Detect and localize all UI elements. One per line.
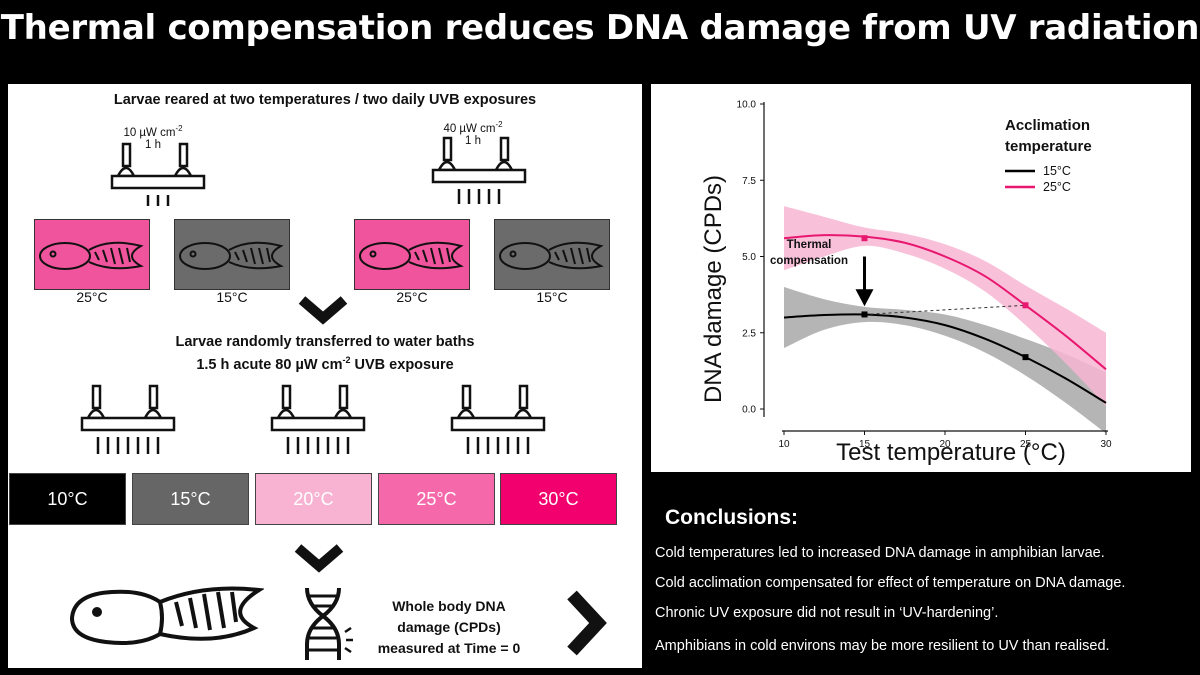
water-bath-20c: 20°C	[255, 473, 372, 525]
rearing-temp-4: 15°C	[536, 289, 568, 305]
legend-label-15c: 15°C	[1043, 164, 1071, 178]
y-tick-label-0: 0.0	[742, 405, 756, 416]
lamp-low-dose: 10 µW cm-2 1 h	[108, 124, 198, 151]
series-point-0-0	[861, 311, 868, 318]
larva-box-15c-high	[494, 219, 610, 290]
conclusion-item-3: Chronic UV exposure did not result in ‘U…	[655, 605, 999, 621]
lamp-high-duration: 1 h	[465, 134, 481, 147]
tadpole-icon	[359, 241, 464, 270]
conclusion-item-1: Cold temperatures led to increased DNA d…	[655, 545, 1105, 561]
y-tick-label-3: 7.5	[742, 176, 756, 187]
lamp-low-dose-sup: -2	[175, 124, 183, 133]
conclusion-item-2: Cold acclimation compensated for effect …	[655, 575, 1126, 591]
annotation-thermal: Thermal	[787, 239, 832, 251]
y-tick-label-4: 10.0	[737, 100, 757, 111]
x-tick-label-2: 20	[939, 439, 951, 450]
y-axis-label: DNA damage (CPDs)	[700, 175, 727, 403]
tadpole-icon	[39, 241, 144, 270]
series-point-1-0	[861, 235, 868, 242]
rearing-temp-3: 25°C	[396, 289, 428, 305]
measure-line-3: measured at Time = 0	[377, 640, 521, 656]
uvb-lamp-icon	[80, 384, 176, 454]
confidence-band-0	[784, 287, 1106, 434]
chevron-right-icon	[567, 590, 607, 656]
chevron-down-icon	[294, 544, 344, 573]
water-bath-30c: 30°C	[500, 473, 617, 525]
water-bath-15c: 15°C	[132, 473, 249, 525]
conclusions-section: Conclusions: Cold temperatures led to in…	[651, 478, 1191, 668]
series-line-0	[783, 313, 1107, 404]
larva-box-15c-low	[174, 219, 290, 290]
page-title: Thermal compensation reduces DNA damage …	[0, 8, 1200, 48]
rearing-temp-1: 25°C	[76, 289, 108, 305]
uvb-lamp-icon	[270, 384, 366, 454]
legend-label-25c: 25°C	[1043, 180, 1071, 194]
tadpole-icon	[179, 241, 284, 270]
dna-helix-icon	[305, 587, 353, 660]
tadpole-icon	[69, 586, 264, 645]
transfer-heading-sup: -2	[342, 355, 351, 365]
x-tick-label-1: 15	[859, 439, 871, 450]
legend-title-1: Acclimation	[1005, 117, 1090, 134]
series-line-1	[783, 234, 1107, 371]
rearing-heading: Larvae reared at two temperatures / two …	[113, 92, 537, 108]
x-tick-label-4: 30	[1100, 439, 1112, 450]
methods-panel: Larvae reared at two temperatures / two …	[8, 84, 642, 668]
measure-line-1: Whole body DNA	[392, 598, 506, 614]
compensation-arrow-head	[855, 289, 874, 307]
water-bath-25c: 25°C	[378, 473, 495, 525]
measure-line-2: damage (CPDs)	[397, 619, 501, 635]
transfer-heading-1: Larvae randomly transferred to water bat…	[175, 334, 475, 350]
chevron-down-icon	[298, 296, 348, 325]
compensation-dashed-line	[864, 304, 1026, 315]
transfer-heading-2b: UVB exposure	[350, 356, 454, 373]
uvb-lamp-icon	[450, 384, 546, 454]
uvb-lamp-icon	[110, 142, 206, 206]
series-point-1-1	[1022, 302, 1029, 309]
lamp-high-dose-text: 40 µW cm	[443, 122, 496, 135]
y-tick-label-1: 2.5	[742, 328, 756, 339]
conclusions-heading: Conclusions:	[665, 506, 799, 529]
lamp-high-dose: 40 µW cm-2 1 h	[428, 120, 518, 147]
legend-title-2: temperature	[1005, 138, 1092, 155]
larva-box-25c-low	[34, 219, 150, 290]
x-tick-label-3: 25	[1020, 439, 1032, 450]
uvb-lamp-icon	[431, 136, 527, 204]
rearing-temp-2: 15°C	[216, 289, 248, 305]
larva-box-25c-high	[354, 219, 470, 290]
water-bath-10c: 10°C	[9, 473, 126, 525]
conclusion-item-4: Amphibians in cold environs may be more …	[655, 638, 1110, 654]
lamp-low-duration: 1 h	[145, 138, 161, 151]
x-axis-label: Test temperature (°C)	[836, 439, 1066, 466]
chart-panel: 0.0 2.5 5.0 7.5 10.0 10 15 20 25 30 DNA damage (C…	[651, 84, 1191, 472]
y-tick-label-2: 5.0	[742, 252, 756, 263]
series-point-0-1	[1022, 354, 1029, 361]
lamp-high-dose-sup: -2	[495, 120, 503, 129]
transfer-heading-2a: 1.5 h acute 80 µW cm	[196, 356, 343, 373]
lamp-low-dose-text: 10 µW cm	[123, 126, 176, 139]
annotation-compensation: compensation	[770, 255, 848, 267]
transfer-heading-2: 1.5 h acute 80 µW cm-2 UVB exposure	[8, 355, 642, 373]
x-tick-label-0: 10	[778, 439, 790, 450]
dna-damage-chart: 0.0 2.5 5.0 7.5 10.0 10 15 20 25 30 DNA damage (C…	[700, 100, 1112, 467]
tadpole-icon	[499, 241, 604, 270]
confidence-band-1	[784, 206, 1106, 406]
